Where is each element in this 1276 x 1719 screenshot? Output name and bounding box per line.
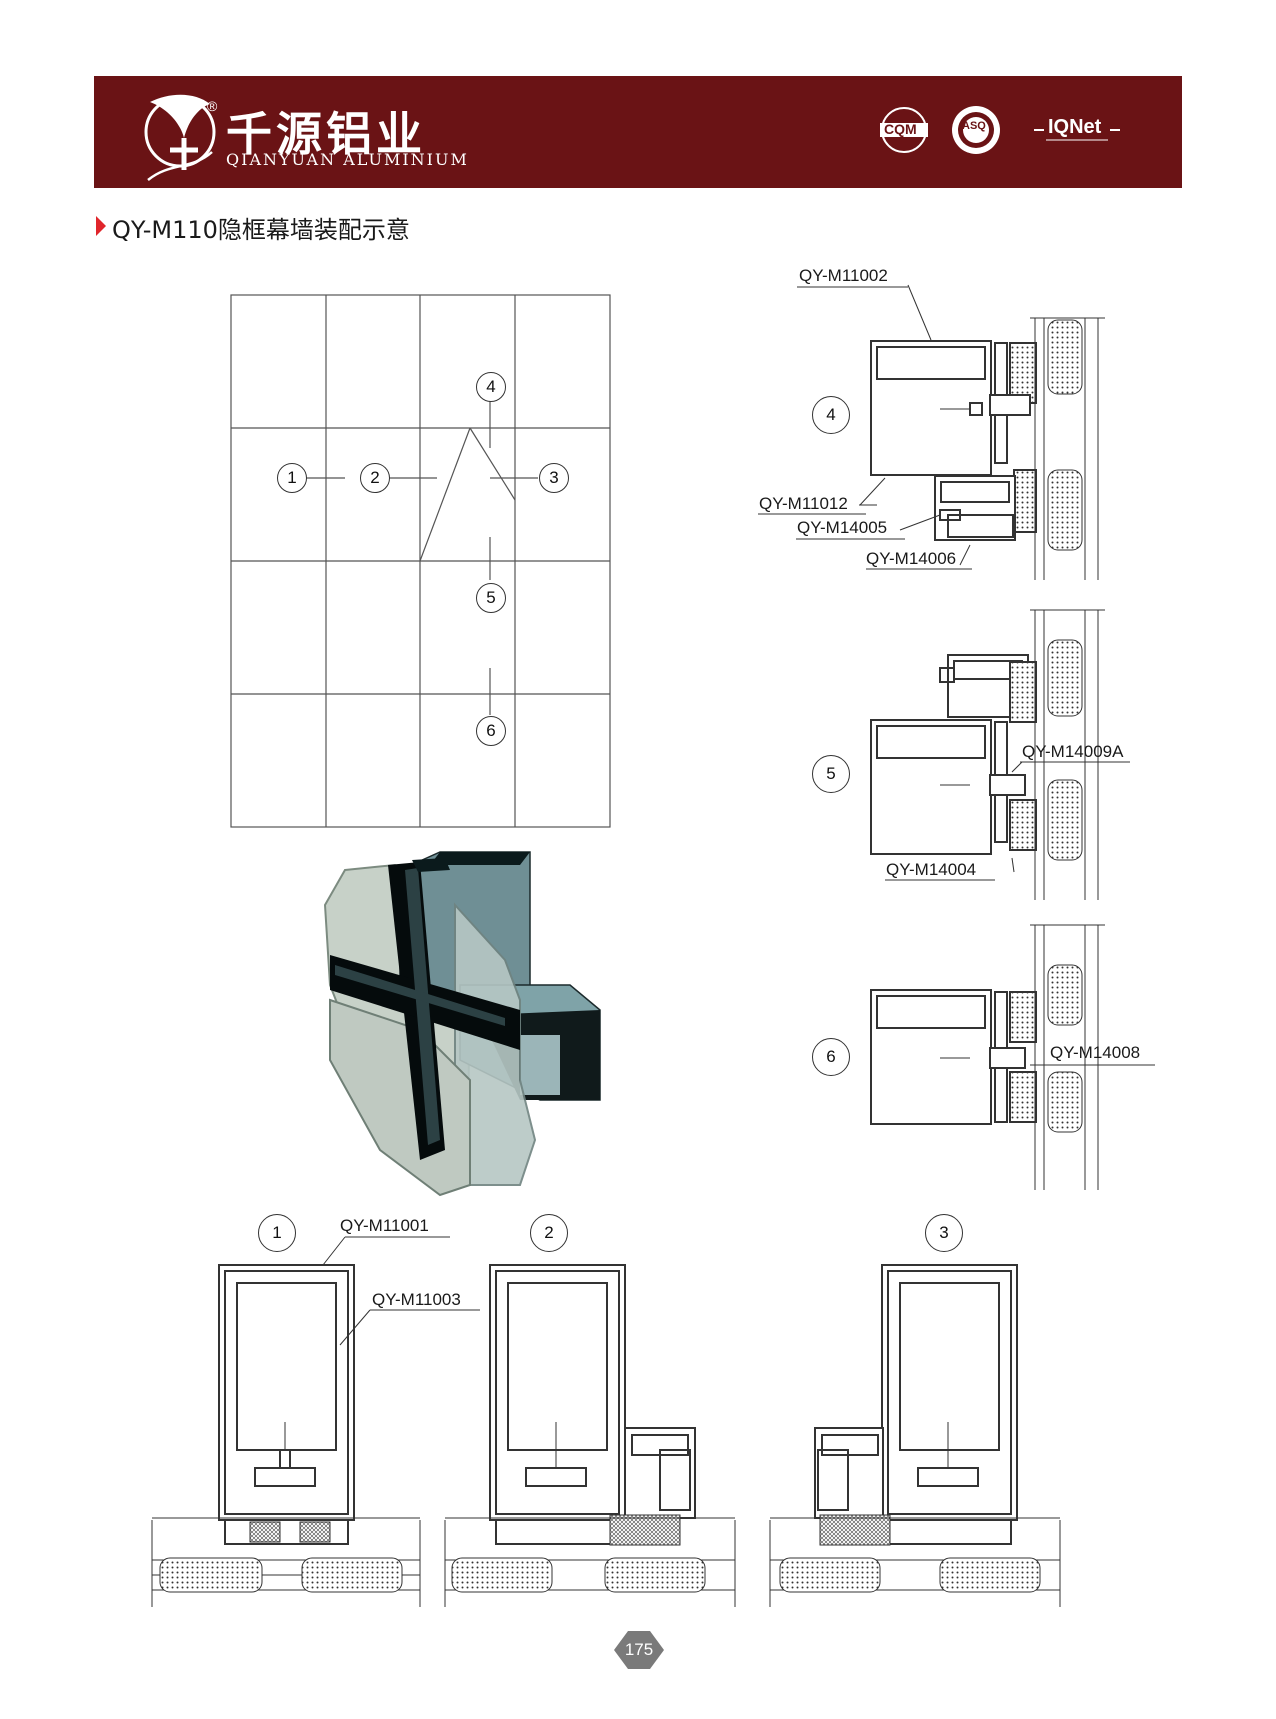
- part-label: QY-M14004: [886, 860, 977, 879]
- section-marker-5: 5: [812, 755, 850, 793]
- part-label: QY-M14006: [866, 549, 957, 568]
- grid-marker-6: 6: [476, 716, 506, 746]
- section-5-drawing: [870, 609, 1105, 900]
- asq-cert-logo: ASQ: [950, 104, 1002, 156]
- section-marker-4: 4: [812, 396, 850, 434]
- grid-marker-1: 1: [277, 463, 307, 493]
- cqm-text: CQM: [884, 121, 917, 137]
- elevation-grid: [230, 294, 611, 828]
- page-title: QY-M110隐框幕墙装配示意: [112, 216, 410, 244]
- registered-mark: ®: [207, 98, 218, 114]
- section-4-drawing: [859, 284, 1105, 580]
- company-logo-icon: [144, 94, 216, 181]
- grid-marker-2: 2: [360, 463, 390, 493]
- section-marker-2: 2: [530, 1214, 568, 1252]
- part-label: QY-M14009A: [1022, 742, 1124, 761]
- page-number: 175: [624, 1640, 654, 1659]
- heading-arrow-icon: [96, 216, 106, 236]
- section-marker-1: 1: [258, 1214, 296, 1252]
- iqnet-cert-logo: IQNet: [1034, 116, 1120, 146]
- section-2-drawing: [444, 1264, 736, 1607]
- part-label: QY-M11001: [340, 1216, 429, 1235]
- brand-name-cn: 千源铝业: [226, 107, 426, 161]
- section-1-drawing: [151, 1236, 480, 1607]
- header-banner: [94, 76, 1182, 188]
- part-label: QY-M14005: [797, 518, 888, 537]
- isometric-view: [323, 851, 601, 1197]
- part-label: QY-M11003: [372, 1290, 461, 1309]
- brand-name-en: QIANYUAN ALUMINIUM: [226, 150, 469, 169]
- part-label: QY-M14008: [1050, 1043, 1141, 1062]
- cqm-cert-logo: CQM: [876, 106, 932, 154]
- grid-marker-5: 5: [476, 583, 506, 613]
- page-number-badge: [614, 1631, 664, 1669]
- grid-marker-3: 3: [539, 463, 569, 493]
- section-3-drawing: [769, 1264, 1061, 1607]
- iqnet-text: IQNet: [1048, 116, 1102, 138]
- part-label: QY-M11012: [759, 494, 848, 513]
- section-6-drawing: [870, 924, 1105, 1190]
- part-label: QY-M11002: [799, 266, 888, 285]
- section-marker-6: 6: [812, 1038, 850, 1076]
- asq-text: ASQ: [962, 120, 986, 132]
- section-marker-3: 3: [925, 1214, 963, 1252]
- grid-marker-4: 4: [476, 372, 506, 402]
